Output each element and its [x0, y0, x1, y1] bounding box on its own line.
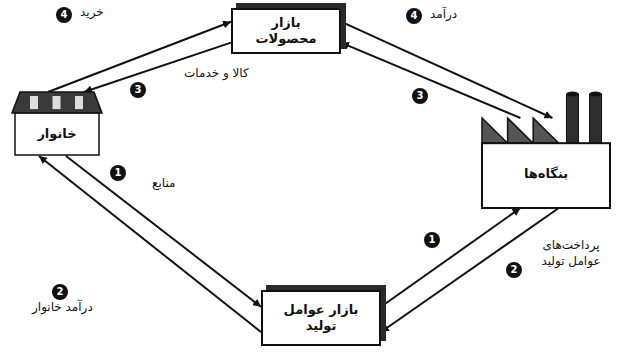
flow-label: خرید	[78, 5, 106, 21]
flow-label: پرداخت‌های عوامل تولید	[528, 238, 614, 269]
market-box: بازار عوامل تولید	[261, 290, 381, 346]
flow-arrow	[66, 156, 261, 307]
factory-outline	[482, 118, 610, 208]
callout-number: 1	[424, 232, 440, 248]
house-roof	[12, 92, 102, 113]
callout-number: 3	[412, 88, 428, 104]
flow-arrow	[381, 208, 559, 332]
factory-body	[482, 143, 610, 208]
callout-number: 1	[110, 165, 126, 181]
chimney-top	[566, 92, 578, 97]
node-label: خانوار	[37, 126, 76, 142]
chimney	[590, 94, 602, 143]
roof-window	[30, 96, 38, 109]
flow-arrow	[341, 22, 552, 118]
market-box: بازار محصولات	[231, 8, 341, 55]
chimney-top	[590, 92, 602, 97]
flow-arrow	[381, 208, 520, 307]
callout-number: 2	[506, 262, 522, 278]
household-house: خانوار	[12, 92, 102, 156]
flow-label: درآمد	[428, 7, 459, 23]
flow-label: منابع	[150, 176, 177, 192]
node-label: بازار محصولات	[239, 15, 333, 48]
callout-number: 2	[52, 284, 68, 300]
chimney	[566, 94, 578, 143]
flow-label: درآمد خانوار	[30, 300, 95, 316]
callout-number: 4	[406, 8, 422, 24]
house-outline	[12, 92, 102, 156]
callout-number: 3	[130, 82, 146, 98]
callout-number: 4	[56, 7, 72, 23]
firm-factory: بنگاه‌ها	[482, 118, 610, 208]
factory-roof	[482, 118, 559, 143]
flow-arrow	[341, 43, 520, 118]
node-label: بنگاه‌ها	[524, 166, 568, 182]
roof-window	[53, 96, 61, 109]
flow-label: کالا و خدمات	[182, 66, 251, 82]
house-wall	[15, 113, 99, 155]
node-label: بازار عوامل تولید	[269, 302, 373, 335]
roof-window	[75, 96, 83, 109]
